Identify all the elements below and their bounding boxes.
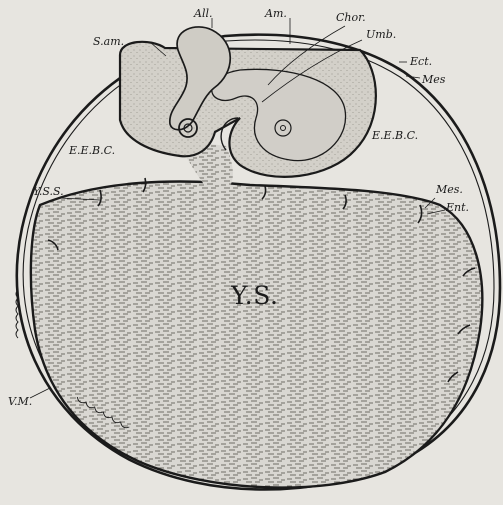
label-amnion: Am. [265,8,287,19]
label-mesoderm-inner: Mes. [436,184,463,195]
label-yolk-sac-septa: Y.S.S. [33,186,64,197]
label-sero-amnion: S.am. [93,36,124,47]
yolk-sac [16,140,482,488]
label-eebc-left: E.E.B.C. [69,145,115,156]
label-ectoderm: Ect. [410,56,432,67]
label-chorion: Chor. [336,12,366,23]
label-entoderm: Ent. [446,202,469,213]
label-vitelline-membrane: V.M. [8,396,32,407]
label-mesoderm-outer: Mes [422,74,445,85]
label-eebc-right: E.E.B.C. [372,130,418,141]
label-umbilical: Umb. [366,29,396,40]
label-allantois: All. [194,8,212,19]
label-yolk-sac: Y.S. [231,283,278,308]
